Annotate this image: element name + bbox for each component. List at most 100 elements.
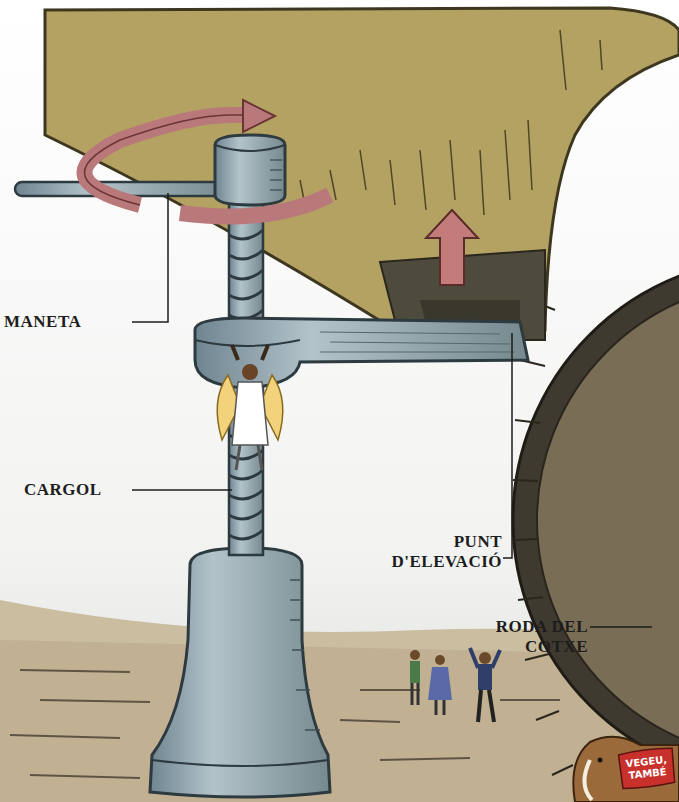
angel-figure	[217, 345, 283, 470]
art-part	[242, 364, 258, 380]
art-part	[330, 342, 510, 344]
art-part	[229, 530, 263, 539]
art-part	[270, 189, 282, 190]
art-part	[0, 600, 679, 802]
art-part	[436, 700, 444, 715]
art-part	[290, 580, 320, 730]
art-part	[270, 179, 282, 180]
art-part	[528, 120, 532, 190]
art-part	[305, 729, 320, 731]
art-part	[479, 652, 491, 664]
art-part	[229, 270, 263, 279]
part-label: PUNT D'ELEVACIÓ	[388, 532, 502, 572]
art-part	[470, 648, 500, 668]
leader-line	[132, 489, 232, 491]
art-part	[229, 290, 263, 299]
art-part	[45, 8, 679, 330]
art-part	[180, 195, 330, 216]
art-part	[513, 480, 538, 481]
art-part	[552, 765, 573, 775]
leader-lines	[132, 193, 652, 627]
art-part	[40, 700, 150, 702]
art-part	[229, 510, 263, 519]
part-label: MANETA	[4, 312, 134, 332]
lift-arrow	[426, 210, 478, 285]
art-part	[232, 382, 268, 445]
art-part	[598, 758, 603, 763]
art-part	[500, 699, 560, 701]
art-part	[412, 683, 418, 705]
art-part	[10, 735, 120, 738]
art-part	[320, 332, 500, 334]
art-part	[84, 115, 245, 205]
leader-line	[503, 333, 512, 558]
art-part	[229, 250, 263, 259]
part-label: RODA DEL COTXE	[488, 617, 588, 657]
art-part	[410, 661, 420, 683]
people-figures	[410, 648, 500, 722]
art-part	[478, 664, 492, 690]
art-part	[514, 539, 539, 540]
art-part	[84, 115, 245, 205]
art-part	[290, 599, 300, 601]
mammoth-figure	[573, 737, 679, 802]
art-part	[584, 760, 592, 800]
art-part	[518, 597, 543, 600]
art-part	[513, 300, 573, 775]
leader-line	[132, 193, 168, 322]
art-part	[478, 690, 494, 722]
art-part	[320, 351, 515, 352]
car-body	[45, 8, 679, 340]
screw-jack	[15, 135, 528, 797]
art-part	[270, 160, 282, 190]
art-part	[229, 490, 263, 499]
art-part	[195, 340, 300, 346]
art-part	[290, 579, 300, 581]
art-part	[320, 332, 515, 352]
art-part	[420, 150, 426, 210]
art-part	[229, 470, 263, 479]
art-part	[428, 667, 452, 700]
art-part	[229, 230, 263, 239]
art-part	[270, 159, 282, 160]
sign-outline	[618, 747, 676, 790]
part-label: CARGOL	[24, 480, 134, 500]
art-part	[330, 170, 336, 200]
art-part	[515, 420, 540, 423]
art-part	[243, 100, 275, 132]
art-part	[152, 760, 328, 766]
art-part	[560, 30, 566, 90]
leader-line	[590, 626, 652, 628]
art-part	[20, 670, 130, 672]
art-part	[292, 649, 304, 651]
art-part	[296, 689, 310, 691]
art-part	[426, 210, 478, 285]
art-part	[195, 318, 528, 388]
art-part	[480, 150, 484, 215]
art-part	[536, 711, 559, 720]
art-part	[340, 720, 400, 722]
art-part	[290, 619, 300, 621]
art-part	[236, 445, 262, 470]
art-part	[505, 130, 510, 200]
art-part	[380, 758, 470, 760]
art-part	[537, 282, 679, 758]
art-part	[600, 40, 602, 70]
art-part	[30, 775, 140, 778]
see-also-sign: VEGEU, TAMBÉ	[616, 745, 678, 791]
art-part	[150, 548, 330, 797]
turn-arrow	[84, 100, 330, 216]
art-part	[390, 160, 395, 205]
art-part	[215, 145, 285, 151]
art-part	[270, 169, 282, 170]
art-part	[450, 140, 455, 200]
art-part	[410, 650, 420, 660]
art-part	[232, 345, 268, 360]
art-part	[360, 150, 366, 190]
ground	[0, 600, 679, 802]
art-part	[270, 30, 602, 215]
art-part	[215, 135, 285, 205]
